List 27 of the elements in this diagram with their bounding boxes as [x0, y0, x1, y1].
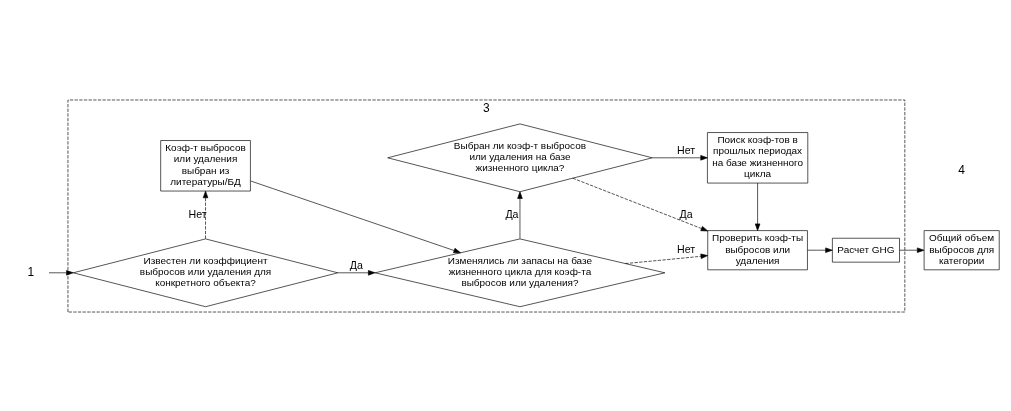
edge-label: Да [349, 258, 363, 271]
arrow [571, 177, 708, 231]
arrow [624, 253, 708, 264]
arrow [48, 269, 74, 275]
arrow [898, 247, 924, 253]
node-diamond: Известен ли коэффициент выбросов или удаления для конкретного объекта? [72, 238, 338, 307]
edge-label: Нет [188, 207, 207, 219]
edge-label: Нет [676, 143, 695, 156]
edge-label: Да [679, 207, 693, 219]
node-box: Поиск коэф-тов в прошлых периодах на базе жизненного цикла [706, 131, 808, 183]
arrow [806, 247, 833, 253]
edge-label: Да [504, 207, 519, 220]
node-box: Коэф-т выбросов или удаления выбран из литературы/БД [159, 139, 251, 191]
node-diamond: Изменялись ли запасы на базе жизненного цикла для коэф-та выбросов или удаления? [374, 238, 665, 307]
edge-label: Нет [676, 242, 695, 255]
node-diamond: Выбран ли коэф-т выбросов или удаления на базе жизненного цикла? [386, 123, 653, 192]
node-text: 1 [26, 264, 34, 279]
arrow [754, 182, 760, 231]
label: 4 [957, 162, 965, 177]
arrow [651, 154, 708, 160]
node-box: Проверить коэф-ты выбросов или удаления [706, 229, 808, 270]
arrow [516, 191, 523, 239]
node-box: Общий объем выбросов для категории [923, 229, 1000, 270]
arrow [249, 180, 461, 253]
arrow [337, 269, 375, 275]
arrow [202, 190, 208, 239]
node-box: Расчет GHG [831, 237, 900, 262]
